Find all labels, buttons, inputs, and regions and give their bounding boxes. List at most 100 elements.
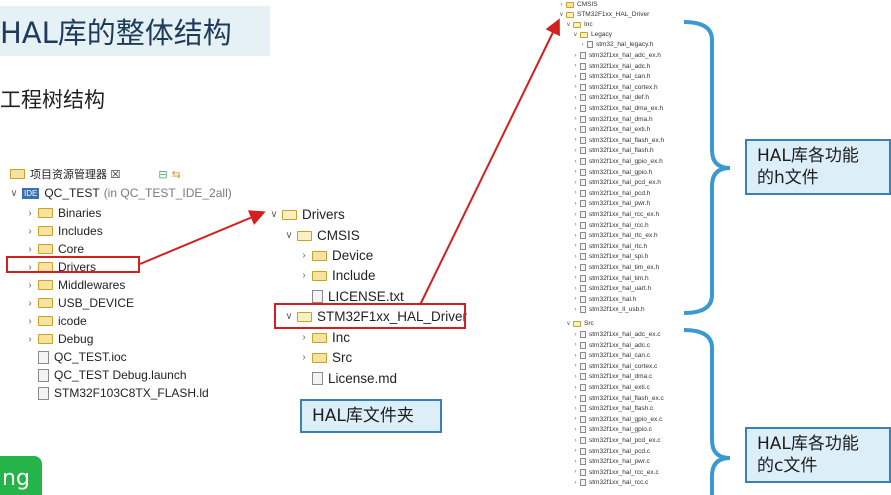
tree-item-file[interactable]: ›stm32f1xx_hal_gpio_ex.c xyxy=(572,415,662,423)
tree-item-file[interactable]: ›stm32f1xx_hal_def.h xyxy=(572,94,649,102)
chevron-right-icon[interactable]: › xyxy=(574,373,577,380)
tree-item-file[interactable]: ›stm32f1xx_hal_flash_ex.h xyxy=(572,136,664,144)
explorer-item[interactable]: ›Core xyxy=(24,242,84,256)
chevron-right-icon[interactable]: › xyxy=(574,306,577,313)
explorer-item[interactable]: ›Middlewares xyxy=(24,278,125,292)
tree-item-file[interactable]: ›stm32f1xx_ll_usb.h xyxy=(572,306,645,314)
chevron-right-icon[interactable]: › xyxy=(574,395,577,402)
chevron-down-icon[interactable]: ∨ xyxy=(270,209,278,220)
chevron-right-icon[interactable]: › xyxy=(574,190,577,197)
tree-item-file[interactable]: ›stm32f1xx_hal_adc_ex.h xyxy=(572,52,661,59)
chevron-right-icon[interactable]: › xyxy=(574,264,577,271)
tree-item-include[interactable]: › Include xyxy=(298,268,375,283)
chevron-down-icon[interactable]: ∨ xyxy=(566,321,571,327)
tree-item-file[interactable]: ›stm32f1xx_hal_flash.h xyxy=(572,147,654,155)
tree-item-file[interactable]: ›stm32f1xx_hal_exti.h xyxy=(572,126,650,134)
tree-item-file[interactable]: ›stm32f1xx_hal.h xyxy=(572,295,636,303)
chevron-down-icon[interactable]: ∨ xyxy=(573,32,578,38)
tree-item-file[interactable]: ›stm32f1xx_hal_adc.h xyxy=(572,62,650,70)
tree-item-file[interactable]: ›stm32f1xx_hal_pwr.c xyxy=(572,458,650,466)
tree-item-file[interactable]: ›stm32f1xx_hal_dma.c xyxy=(572,373,652,381)
tree-item-hal-driver-small[interactable]: ∨ STM32F1xx_HAL_Driver xyxy=(558,11,649,18)
chevron-right-icon[interactable]: › xyxy=(574,147,577,154)
chevron-right-icon[interactable]: › xyxy=(574,116,577,123)
chevron-right-icon[interactable]: › xyxy=(574,126,577,133)
tree-item-cmsis[interactable]: ∨ CMSIS xyxy=(283,228,359,243)
chevron-right-icon[interactable]: › xyxy=(574,275,577,282)
tree-item-file[interactable]: ›stm32f1xx_hal_can.c xyxy=(572,352,650,360)
chevron-right-icon[interactable]: › xyxy=(574,458,577,465)
chevron-right-icon[interactable]: › xyxy=(302,270,306,281)
chevron-right-icon[interactable]: › xyxy=(302,332,306,343)
tree-item-file[interactable]: ›stm32f1xx_hal_rcc.h xyxy=(572,221,649,229)
chevron-right-icon[interactable]: › xyxy=(574,243,577,250)
explorer-item[interactable]: QC_TEST.ioc xyxy=(36,350,127,364)
tree-item-file[interactable]: ›stm32f1xx_hal_cortex.h xyxy=(572,83,658,91)
explorer-item[interactable]: ›Debug xyxy=(24,332,93,346)
chevron-right-icon[interactable]: › xyxy=(574,105,577,112)
chevron-down-icon[interactable]: ∨ xyxy=(10,187,18,199)
chevron-down-icon[interactable]: ∨ xyxy=(559,12,564,18)
chevron-down-icon[interactable]: ∨ xyxy=(285,230,293,241)
chevron-right-icon[interactable]: › xyxy=(28,279,32,291)
chevron-right-icon[interactable]: › xyxy=(574,448,577,455)
tree-item-hal-driver[interactable]: ∨ STM32F1xx_HAL_Driver xyxy=(283,309,467,324)
tree-item-device[interactable]: › Device xyxy=(298,248,373,263)
tree-item-file[interactable]: ›stm32f1xx_hal_rcc_ex.c xyxy=(572,468,659,476)
tree-item-file[interactable]: ›stm32f1xx_hal_rcc_ex.h xyxy=(572,211,659,218)
chevron-right-icon[interactable]: › xyxy=(574,416,577,423)
tree-item-drivers[interactable]: ∨ Drivers xyxy=(268,207,344,222)
chevron-right-icon[interactable]: › xyxy=(574,137,577,144)
tree-item-file[interactable]: ›stm32f1xx_hal_gpio.h xyxy=(572,168,652,176)
chevron-right-icon[interactable]: › xyxy=(28,261,32,273)
explorer-item[interactable]: ›Includes xyxy=(24,224,102,238)
tree-item-file[interactable]: ›stm32f1xx_hal_spi.h xyxy=(572,253,648,261)
chevron-down-icon[interactable]: ∨ xyxy=(566,22,571,28)
collapse-all-icon[interactable]: ⊟ xyxy=(158,167,168,181)
chevron-right-icon[interactable]: › xyxy=(28,315,32,327)
chevron-right-icon[interactable]: › xyxy=(574,469,577,476)
tree-item-file[interactable]: ›stm32f1xx_hal_cortex.c xyxy=(572,362,657,370)
chevron-right-icon[interactable]: › xyxy=(574,179,577,186)
tree-item-legacy[interactable]: ∨ Legacy xyxy=(572,31,612,38)
project-root[interactable]: ∨ IDE QC_TEST (in QC_TEST_IDE_2all) xyxy=(8,186,231,200)
chevron-right-icon[interactable]: › xyxy=(28,333,32,345)
chevron-right-icon[interactable]: › xyxy=(302,352,306,363)
chevron-right-icon[interactable]: › xyxy=(28,207,32,219)
tree-item-inc-small[interactable]: ∨ Inc xyxy=(565,21,592,28)
tree-item-inc[interactable]: › Inc xyxy=(298,330,350,345)
chevron-right-icon[interactable]: › xyxy=(574,426,577,433)
chevron-right-icon[interactable]: › xyxy=(574,437,577,444)
chevron-right-icon[interactable]: › xyxy=(574,479,577,486)
tree-item-file[interactable]: ›stm32f1xx_hal_pcd_ex.c xyxy=(572,437,661,444)
tree-item-file[interactable]: ›stm32f1xx_hal_rtc_ex.h xyxy=(572,232,658,240)
explorer-item[interactable]: ›Binaries xyxy=(24,206,101,220)
chevron-down-icon[interactable]: ∨ xyxy=(285,311,293,322)
chevron-right-icon[interactable]: › xyxy=(560,1,563,8)
tree-item-license[interactable]: LICENSE.txt xyxy=(310,289,404,304)
explorer-item[interactable]: ›USB_DEVICE xyxy=(24,296,134,310)
chevron-right-icon[interactable]: › xyxy=(28,297,32,309)
chevron-right-icon[interactable]: › xyxy=(574,222,577,229)
tree-item-file[interactable]: ›stm32f1xx_hal_rtc.h xyxy=(572,242,647,250)
chevron-right-icon[interactable]: › xyxy=(574,296,577,303)
tree-item-file[interactable]: ›stm32f1xx_hal_rcc.c xyxy=(572,479,648,487)
tree-item-legacy-file[interactable]: › stm32_hal_legacy.h xyxy=(579,41,653,48)
chevron-right-icon[interactable]: › xyxy=(574,73,577,80)
chevron-right-icon[interactable]: › xyxy=(574,52,577,59)
tree-item-file[interactable]: ›stm32f1xx_hal_pcd.h xyxy=(572,189,650,197)
tree-item-file[interactable]: ›stm32f1xx_hal_pwr.h xyxy=(572,200,650,208)
chevron-right-icon[interactable]: › xyxy=(574,158,577,165)
tree-item-file[interactable]: ›stm32f1xx_hal_uart.h xyxy=(572,285,651,293)
chevron-right-icon[interactable]: › xyxy=(28,243,32,255)
tree-item-file[interactable]: ›stm32f1xx_hal_flash.c xyxy=(572,405,653,413)
chevron-right-icon[interactable]: › xyxy=(574,384,577,391)
tree-item-file[interactable]: ›stm32f1xx_hal_adc_ex.c xyxy=(572,331,661,338)
tree-item-src[interactable]: › Src xyxy=(298,350,352,365)
chevron-right-icon[interactable]: › xyxy=(574,169,577,176)
tree-item-file[interactable]: ›stm32f1xx_hal_can.h xyxy=(572,73,650,81)
tree-item-file[interactable]: ›stm32f1xx_hal_pcd.c xyxy=(572,447,650,455)
chevron-right-icon[interactable]: › xyxy=(574,84,577,91)
tree-item-src-small[interactable]: ∨ Src xyxy=(565,320,593,327)
chevron-right-icon[interactable]: › xyxy=(574,285,577,292)
